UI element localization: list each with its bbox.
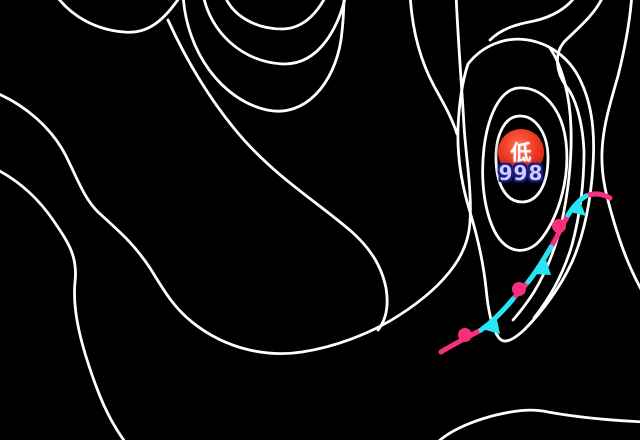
- isobar-contour: [57, 0, 180, 34]
- isobar-contour: [166, 18, 389, 332]
- isobar-contour: [0, 0, 472, 355]
- low-pressure-symbol: 低: [510, 139, 532, 165]
- warm-front-semicircle-icon: [458, 328, 472, 342]
- warm-front-semicircle-icon: [552, 219, 566, 233]
- cold-front-triangle-icon: [533, 257, 551, 275]
- warm-front-semicircle-icon: [512, 282, 526, 296]
- warm-front-segment: [438, 327, 484, 355]
- isobar-contour: [0, 169, 126, 440]
- isobar-contour: [488, 0, 575, 42]
- isobar-contour: [438, 408, 640, 440]
- cold-front-triangle-icon: [482, 315, 500, 334]
- stationary-front: [438, 191, 613, 355]
- isobar-contour: [456, 37, 595, 343]
- isobar-contour: [182, 0, 346, 113]
- pressure-value-label: 998: [498, 161, 544, 185]
- cold-front-segment: [565, 193, 589, 218]
- isobar-contour: [494, 114, 550, 204]
- isobar-contour: [481, 86, 569, 252]
- isobar-contour: [225, 0, 326, 31]
- isobar-contour: [532, 0, 603, 320]
- isobar-contour: [600, 0, 640, 291]
- low-pressure-marker: 低: [498, 129, 544, 175]
- isobar-contour: [203, 0, 346, 66]
- cold-front-triangle-icon: [570, 202, 586, 216]
- isobar-contour: [409, 0, 459, 136]
